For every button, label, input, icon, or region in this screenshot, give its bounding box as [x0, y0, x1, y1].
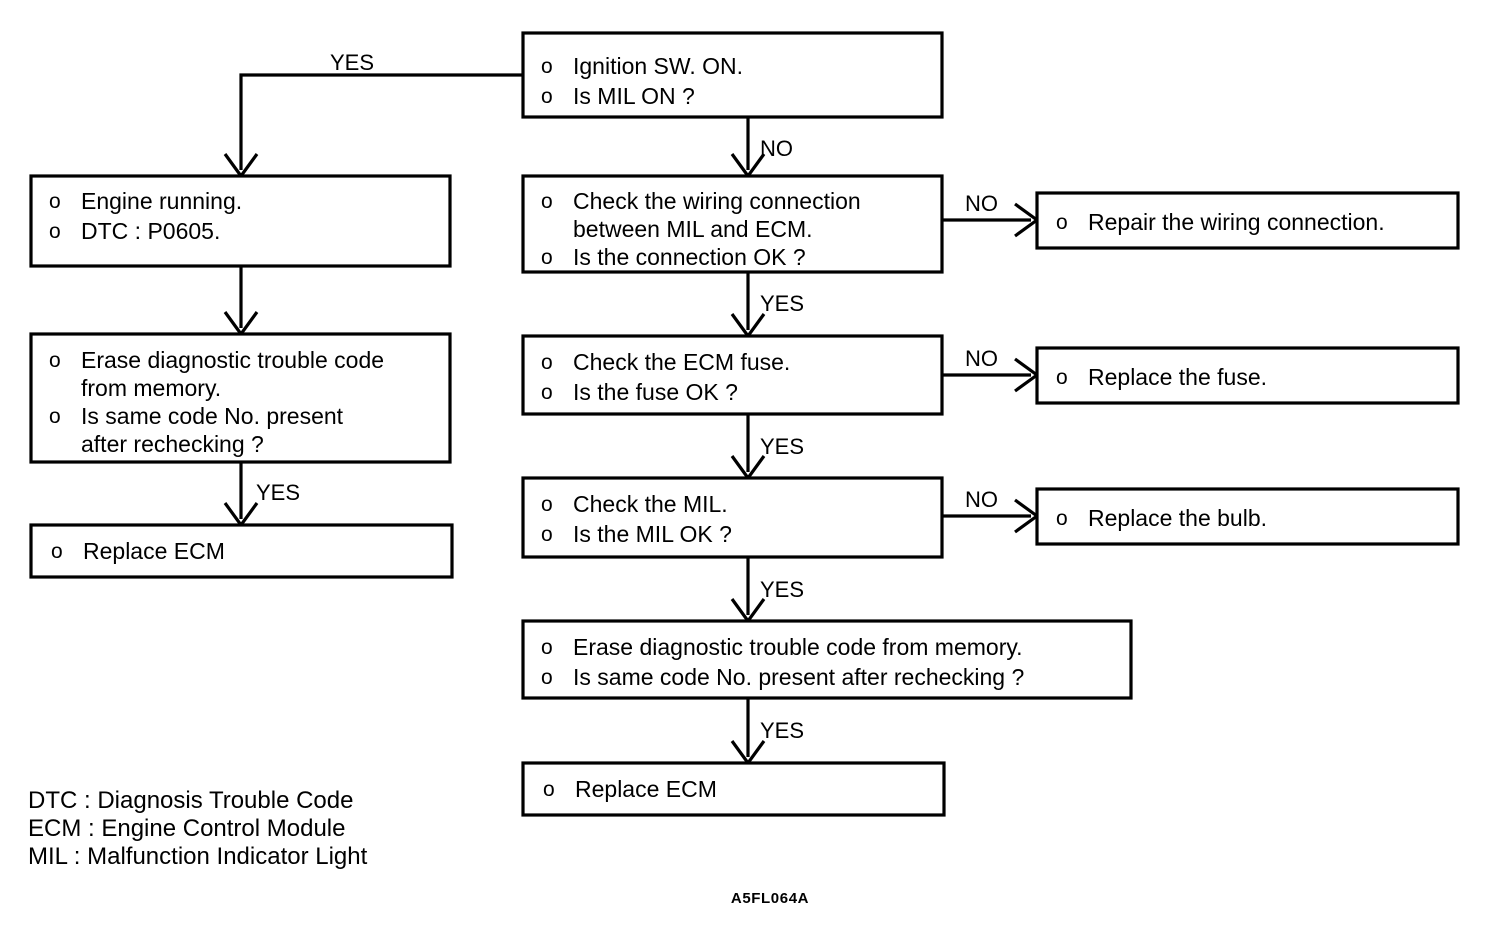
- bullet-glyph: o: [49, 190, 61, 213]
- bullet-glyph: o: [541, 55, 553, 78]
- branch-label-layer: YES NO NO YES NO YES NO YES YES YES: [256, 50, 998, 743]
- branch-label-no-replace-fuse: NO: [965, 346, 998, 371]
- node-text-line: Ignition SW. ON.: [573, 53, 743, 79]
- bullet-glyph: o: [541, 190, 553, 213]
- legend-line-dtc: DTC : Diagnosis Trouble Code: [28, 787, 353, 814]
- bullet-glyph: o: [541, 85, 553, 108]
- bullet-glyph: o: [1056, 211, 1068, 234]
- node-erase-code-mid[interactable]: o Erase diagnostic trouble code from mem…: [521, 619, 1133, 700]
- bullet-glyph: o: [49, 349, 61, 372]
- bullet-glyph: o: [541, 351, 553, 374]
- node-text-line: Is the connection OK ?: [573, 244, 806, 270]
- node-check-mil[interactable]: o Check the MIL. o Is the MIL OK ?: [521, 476, 944, 559]
- node-replace-ecm-left[interactable]: o Replace ECM: [29, 523, 454, 579]
- bullet-glyph: o: [541, 381, 553, 404]
- bullet-glyph: o: [49, 405, 61, 428]
- node-text-line: Engine running.: [81, 188, 242, 214]
- branch-label-no-repair-wiring: NO: [965, 191, 998, 216]
- node-erase-code-left[interactable]: o Erase diagnostic trouble code from mem…: [29, 332, 452, 464]
- node-text-line: Replace the fuse.: [1088, 364, 1267, 390]
- node-text-line: Repair the wiring connection.: [1088, 209, 1385, 235]
- node-engine-running[interactable]: o Engine running. o DTC : P0605.: [29, 174, 452, 268]
- branch-label-yes-replace-ecm-left: YES: [256, 480, 300, 505]
- node-replace-fuse[interactable]: o Replace the fuse.: [1035, 346, 1460, 405]
- node-text-line: Replace the bulb.: [1088, 505, 1267, 531]
- node-text-line: Check the MIL.: [573, 491, 728, 517]
- node-text-line: Erase diagnostic trouble code: [81, 347, 384, 373]
- node-text-line: Check the wiring connection: [573, 188, 861, 214]
- branch-label-yes-fuse: YES: [760, 291, 804, 316]
- node-ignition-check[interactable]: o Ignition SW. ON. o Is MIL ON ?: [521, 31, 944, 119]
- node-text-line: between MIL and ECM.: [573, 216, 813, 242]
- bullet-glyph: o: [541, 636, 553, 659]
- node-replace-ecm-mid[interactable]: o Replace ECM: [521, 761, 946, 817]
- branch-label-yes-mil: YES: [760, 434, 804, 459]
- branch-label-no-ignition: NO: [760, 136, 793, 161]
- bullet-glyph: o: [51, 540, 63, 563]
- node-text-line: Is same code No. present: [81, 403, 344, 429]
- connector-yes-ignition-to-engine: [239, 73, 523, 170]
- node-text-line: Replace ECM: [83, 538, 225, 564]
- bullet-glyph: o: [541, 493, 553, 516]
- bullet-glyph: o: [541, 246, 553, 269]
- node-text-line: after rechecking ?: [81, 431, 264, 457]
- legend-line-ecm: ECM : Engine Control Module: [28, 815, 345, 842]
- bullet-glyph: o: [49, 220, 61, 243]
- branch-label-yes-erase-mid: YES: [760, 577, 804, 602]
- node-check-ecm-fuse[interactable]: o Check the ECM fuse. o Is the fuse OK ?: [521, 334, 944, 416]
- legend: DTC : Diagnosis Trouble Code ECM : Engin…: [28, 787, 368, 870]
- node-text-line: Check the ECM fuse.: [573, 349, 790, 375]
- branch-label-no-replace-bulb: NO: [965, 487, 998, 512]
- node-text-line: DTC : P0605.: [81, 218, 220, 244]
- bullet-glyph: o: [541, 666, 553, 689]
- node-text-line: Is same code No. present after recheckin…: [573, 664, 1024, 690]
- node-text-line: Is the MIL OK ?: [573, 521, 732, 547]
- bullet-glyph: o: [541, 523, 553, 546]
- node-text-line: Is the fuse OK ?: [573, 379, 738, 405]
- node-text-line: from memory.: [81, 375, 221, 401]
- node-text-line: Is MIL ON ?: [573, 83, 695, 109]
- node-text-line: Replace ECM: [575, 776, 717, 802]
- bullet-glyph: o: [1056, 366, 1068, 389]
- bullet-glyph: o: [543, 778, 555, 801]
- branch-label-yes-replace-ecm-mid: YES: [760, 718, 804, 743]
- node-check-wiring[interactable]: o Check the wiring connection between MI…: [521, 174, 944, 274]
- branch-label-yes-ignition: YES: [330, 50, 374, 75]
- node-repair-wiring[interactable]: o Repair the wiring connection.: [1035, 191, 1460, 250]
- bullet-glyph: o: [1056, 507, 1068, 530]
- node-text-line: Erase diagnostic trouble code from memor…: [573, 634, 1023, 660]
- node-replace-bulb[interactable]: o Replace the bulb.: [1035, 487, 1460, 546]
- legend-line-mil: MIL : Malfunction Indicator Light: [28, 843, 368, 870]
- figure-code: A5FL064A: [731, 890, 809, 907]
